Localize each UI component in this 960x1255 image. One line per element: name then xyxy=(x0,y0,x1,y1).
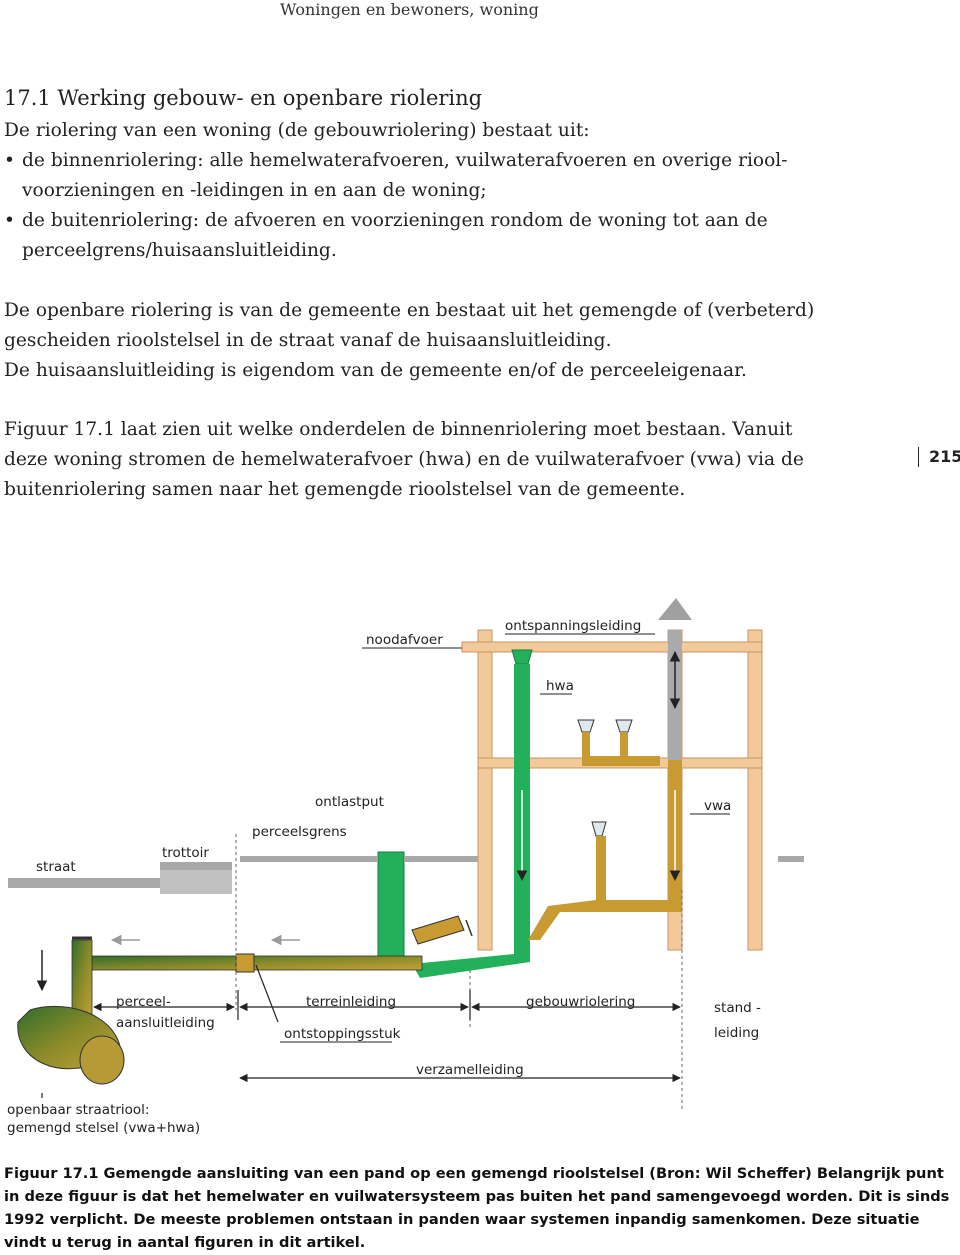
paragraph-3-line-2: deze woning stromen de hemelwaterafvoer … xyxy=(4,449,804,470)
main-sewer-line xyxy=(71,936,423,1021)
figure-caption: Figuur 17.1 Gemengde aansluiting van een… xyxy=(4,1165,950,1251)
dimension-lines xyxy=(41,964,681,1098)
label-ontspanningsleiding: ontspanningsleiding xyxy=(505,618,641,634)
label-terreinleiding: terreinleiding xyxy=(306,994,396,1010)
bullet-dot: • xyxy=(4,150,15,171)
label-perceelsgrens: perceelsgrens xyxy=(252,824,347,840)
bullet-dot: • xyxy=(4,210,15,231)
vent-pipe xyxy=(658,598,692,760)
hwa-pipe xyxy=(377,649,533,978)
label-gebouwriolering: gebouwriolering xyxy=(526,994,635,1010)
paragraph-3-line-1: Figuur 17.1 laat zien uit welke onderdel… xyxy=(4,419,793,440)
label-verzamelleiding: verzamelleiding xyxy=(416,1062,524,1078)
label-hwa: hwa xyxy=(546,678,574,694)
label-straatriool-1: openbaar straatriool: xyxy=(7,1102,149,1118)
paragraph-2-line-1: De openbare riolering is van de gemeente… xyxy=(4,300,815,321)
bullet-2-line-2: perceelgrens/huisaansluitleiding. xyxy=(22,240,337,261)
sewer-connection-diagram: noodafvoer ontspanningsleiding hwa ontla… xyxy=(7,598,804,1136)
figure-labels: noodafvoer ontspanningsleiding hwa ontla… xyxy=(7,618,761,1136)
label-straat: straat xyxy=(36,859,76,875)
bullet-1-line-2: voorzieningen en -leidingen in en aan de… xyxy=(22,180,487,201)
bullet-2-line-1: de buitenriolering: de afvoeren en voorz… xyxy=(22,210,768,231)
label-standleiding-1: stand - xyxy=(714,1000,761,1016)
intro-paragraph: De riolering van een woning (de gebouwri… xyxy=(4,120,590,141)
label-ontlastput: ontlastput xyxy=(315,794,384,810)
cleanout-piece xyxy=(411,915,473,945)
label-noodafvoer: noodafvoer xyxy=(366,632,443,648)
vwa-pipe xyxy=(528,719,682,940)
bullet-1-line-1: de binnenriolering: alle hemelwaterafvoe… xyxy=(22,150,788,171)
label-ontstoppingsstuk: ontstoppingsstuk xyxy=(284,1026,401,1042)
running-header: Woningen en bewoners, woning xyxy=(280,0,539,19)
label-standleiding-2: leiding xyxy=(714,1025,759,1041)
label-straatriool-2: gemengd stelsel (vwa+hwa) xyxy=(7,1120,200,1136)
paragraph-3-line-3: buitenriolering samen naar het gemengde … xyxy=(4,479,686,500)
ground-level xyxy=(8,856,804,894)
paragraph-2-line-3: De huisaansluitleiding is eigendom van d… xyxy=(4,360,747,381)
label-vwa: vwa xyxy=(704,798,731,814)
label-trottoir: trottoir xyxy=(162,845,209,861)
label-perceel: perceel- xyxy=(116,994,171,1010)
paragraph-2-line-2: gescheiden rioolstelsel in de straat van… xyxy=(4,330,612,351)
page-number: 215 xyxy=(918,447,960,467)
label-aansluitleiding: aansluitleiding xyxy=(116,1015,215,1031)
street-sewer-pipe xyxy=(17,1005,125,1085)
section-title: 17.1 Werking gebouw- en openbare rioleri… xyxy=(4,86,483,110)
